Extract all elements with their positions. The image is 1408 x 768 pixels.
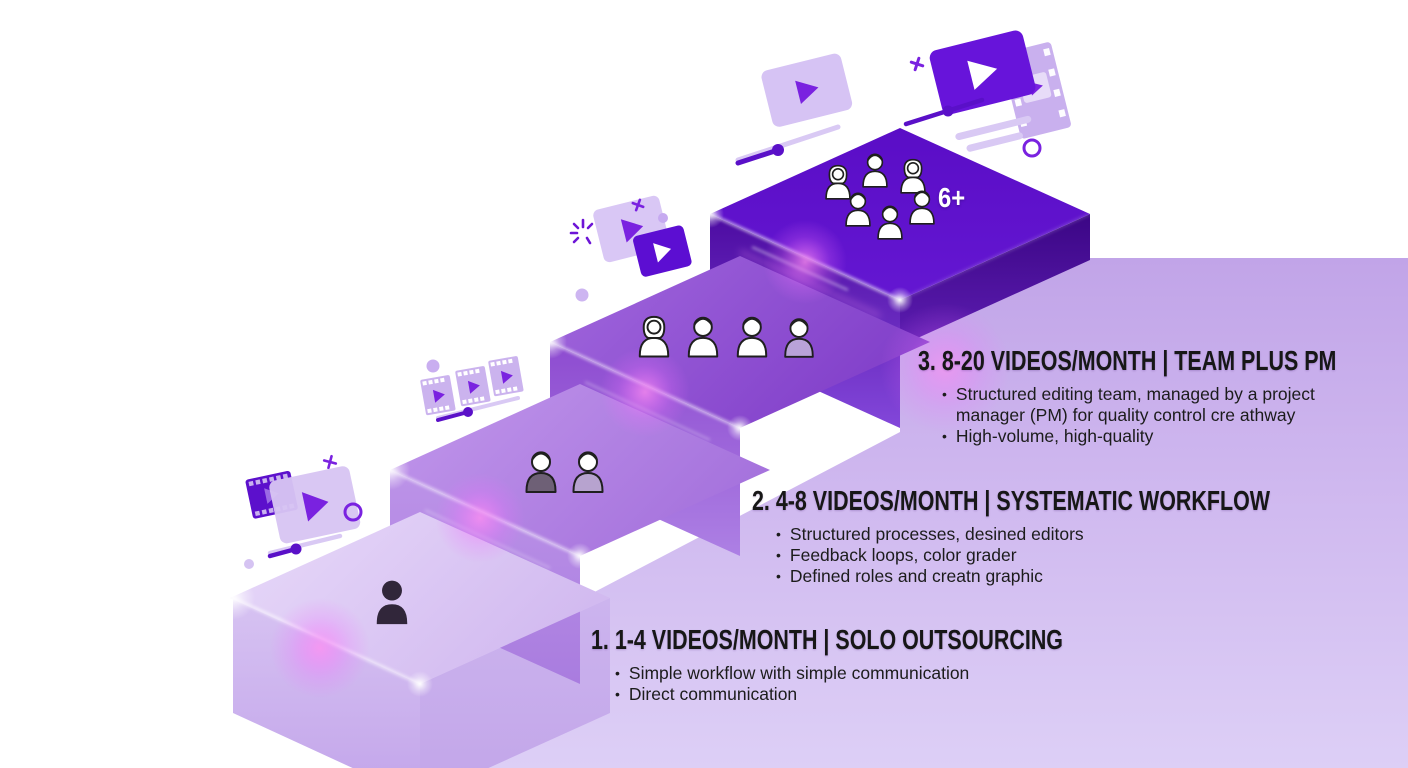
tier-3-heading: 3. 8-20 VIDEOS/MONTH | TEAM PLUS PM [918,345,1337,376]
bullet-marker: • [615,685,620,702]
bullet-item: • High-volume, high-quality [918,426,1320,447]
tier-3-bullets: • Structured editing team, managed by a … [918,384,1320,447]
play-icon [795,80,819,105]
tier-1-text-block: 1. 1-4 VIDEOS/MONTH | SOLO OUTSOURCING •… [591,624,1196,705]
film-strip-row-cluster [420,356,524,422]
play-cluster [569,195,692,319]
bullet-item: • Structured processes, desined editors [752,524,1408,545]
bullet-marker: • [942,385,947,402]
play-icon [467,380,480,394]
plus-icon [322,454,338,470]
bullet-text: Structured editing team, managed by a pr… [955,383,1315,425]
bullet-item: • Direct communication [591,684,1196,705]
staircase-side-wall [415,258,1408,768]
video-player-icon [269,466,361,544]
bullet-text: Defined roles and creatn graphic [789,565,1043,586]
bullet-marker: • [615,664,620,681]
tier-1-bullets: • Simple workflow with simple communicat… [591,663,1196,705]
video-player-filmstrip-cluster [903,30,1071,158]
circle-icon [244,559,254,569]
bullet-marker: • [776,546,781,563]
slider-icon [436,410,470,422]
play-icon [301,492,329,522]
play-icon [620,219,644,243]
slider-icon [735,147,781,166]
tier-1-heading: 1. 1-4 VIDEOS/MONTH | SOLO OUTSOURCING [591,624,1063,655]
top-step-badge: 6+ [938,182,966,213]
tier-3-text-block: 3. 8-20 VIDEOS/MONTH | TEAM PLUS PM • St… [918,345,1338,447]
circle-icon [575,288,589,302]
bullet-marker: • [942,427,947,444]
circle-icon [426,359,440,373]
video-player-icon [633,225,692,277]
circle-icon [343,502,363,522]
play-icon [432,389,445,403]
tier-2-bullets: • Structured processes, desined editors … [752,524,1408,587]
play-icon [653,243,672,263]
film-strip-icon [455,366,491,407]
circle-icon [658,213,668,223]
tier-2-heading: 2. 4-8 VIDEOS/MONTH | SYSTEMATIC WORKFLO… [752,485,1271,516]
sparkle-burst-icon [569,218,594,245]
circle-icon [1022,138,1042,158]
plus-icon [909,56,925,72]
glow-effects [211,200,1010,698]
bullet-marker: • [776,567,781,584]
video-player-filmstrip-cluster [244,454,363,569]
video-player-icon [735,53,853,166]
bullet-text: Feedback loops, color grader [789,544,1017,565]
video-player-icon [929,30,1036,152]
bullet-text: Structured processes, desined editors [789,523,1084,544]
bullet-item: • Defined roles and creatn graphic [752,566,1408,587]
bullet-item: • Structured editing team, managed by a … [918,384,1320,426]
play-icon [967,60,998,90]
bullet-text: Simple workflow with simple communicatio… [628,662,970,683]
bullet-item: • Simple workflow with simple communicat… [591,663,1196,684]
play-icon [500,370,513,384]
bullet-marker: • [776,525,781,542]
bullet-text: High-volume, high-quality [955,425,1154,446]
bullet-item: • Feedback loops, color grader [752,545,1408,566]
film-strip-icon [488,356,524,397]
plus-icon [631,198,645,212]
tier-2-text-block: 2. 4-8 VIDEOS/MONTH | SYSTEMATIC WORKFLO… [752,485,1408,587]
bullet-text: Direct communication [628,683,798,704]
film-strip-icon [420,375,456,416]
